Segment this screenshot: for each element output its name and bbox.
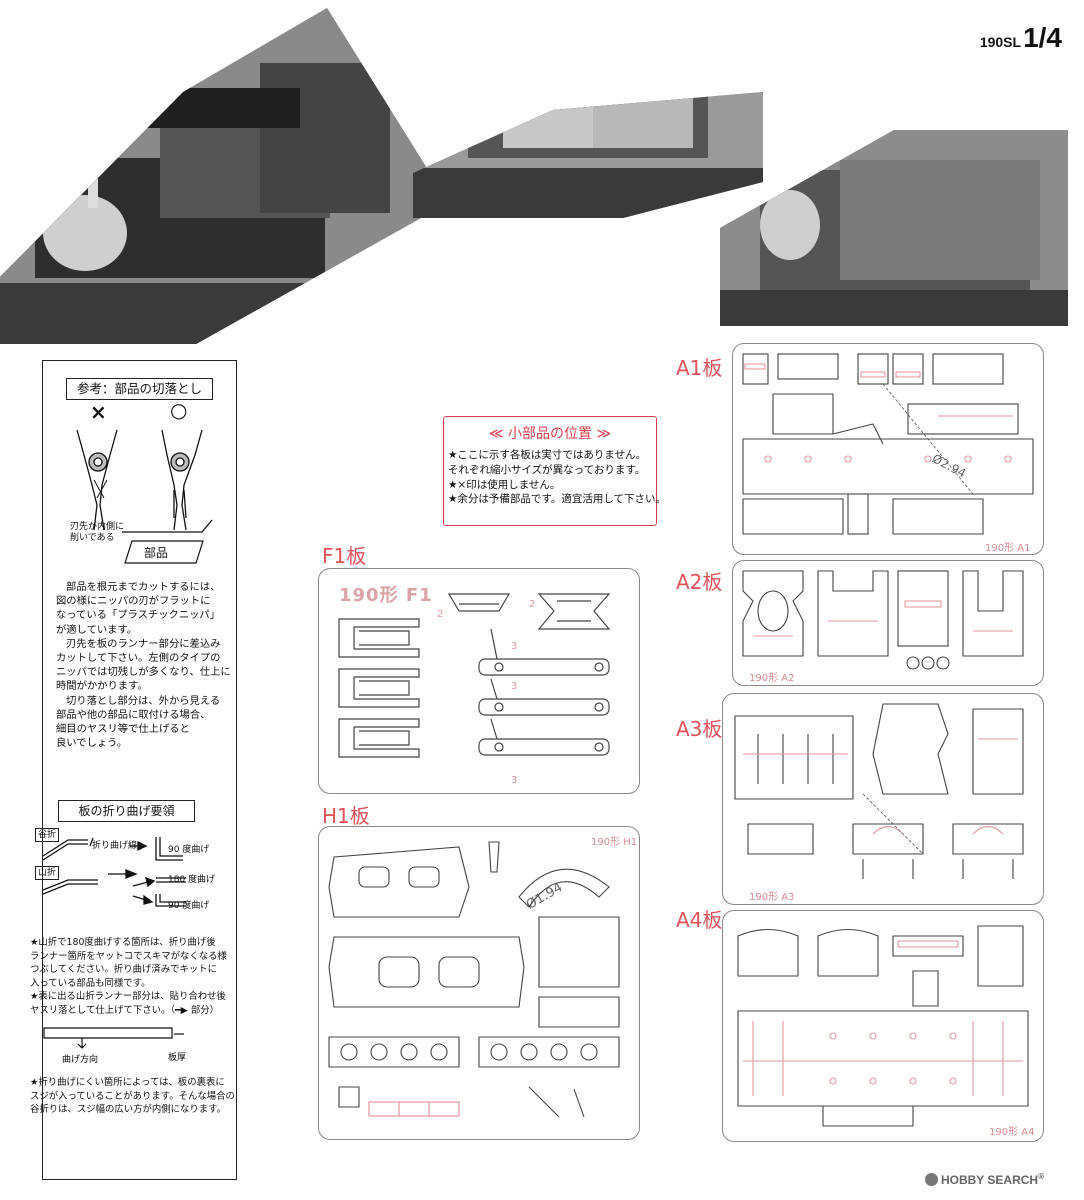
plate-code-a3: 190形 A3 (749, 892, 795, 903)
small-parts-box: ≪ 小部品の位置 ≫ ★ここに示す各板は実寸ではありません。 それぞれ縮小サイズ… (443, 416, 667, 526)
plate-label-f1: F1板 (322, 544, 367, 568)
logo-mark-icon (924, 1173, 938, 1186)
plate-code-a1: 190形 A1 (985, 543, 1031, 554)
plate-a2: 190形 A2 (732, 560, 1044, 686)
small-parts-title: ≪ 小部品の位置 ≫ (488, 426, 612, 442)
svg-text:2: 2 (437, 609, 443, 620)
plate-label-a1: A1板 (676, 356, 723, 380)
svg-text:2: 2 (529, 599, 535, 610)
valley-tag: 谷折 (35, 828, 60, 842)
nipper-diagram (76, 429, 213, 533)
plate-code-h1: 190形 H1 (591, 837, 638, 848)
svg-text:3: 3 (511, 775, 517, 786)
plate-a4: 190形 A4 (722, 910, 1044, 1142)
plate-a1: 190形 A1 Ø2.94 (732, 343, 1044, 555)
bend180-label: 180 度曲げ (168, 875, 216, 885)
plate-a3: 190形 A3 (722, 693, 1044, 905)
locomotive-photo-right (720, 130, 1068, 326)
runner-diagram (43, 1027, 184, 1049)
plate-code-a2: 190形 A2 (749, 673, 795, 684)
fold-notes: ★山折で180度曲げする箇所は、折り曲げ後 ランナー箇所をヤットコでスキマがなく… (30, 937, 227, 1016)
blade-note: 刃先が内側に削いである (70, 522, 125, 543)
locomotive-photo-center (413, 92, 763, 218)
thickness-label: 板厚 (168, 1053, 187, 1063)
part-label: 部品 (124, 540, 204, 564)
fold-line-label: 折り曲げ線 (92, 841, 138, 851)
plate-label-a4: A4板 (676, 908, 723, 932)
page-number: 190SL1/4 (980, 22, 1062, 54)
plate-code-f1: 190形 F1 (339, 585, 433, 606)
plate-label-h1: H1板 (322, 804, 370, 828)
fold-title: 板の折り曲げ要領 (58, 800, 195, 822)
plate-label-a2: A2板 (676, 570, 723, 594)
bend-direction-label: 曲げ方向 (62, 1055, 99, 1065)
svg-text:3: 3 (511, 681, 517, 692)
fold-notes-2: ★折り曲げにくい箇所によっては、板の裏表に スジが入っていることがあります。そん… (30, 1077, 235, 1115)
wrong-mark: × (90, 400, 107, 424)
hobby-search-logo: HOBBY SEARCH® (924, 1172, 1044, 1187)
cutting-paragraph: 部品を根元までカットするには、 図の様にニッパの刃がフラットに なっている「プラ… (56, 581, 231, 750)
locomotive-photo-left (0, 8, 436, 344)
model-code: 190SL (979, 34, 1022, 50)
page-fraction: 1/4 (1023, 22, 1062, 53)
svg-text:3: 3 (511, 641, 517, 652)
instructions-panel (42, 360, 237, 1180)
right-mark: ○ (170, 398, 188, 422)
reference-title: 参考：部品の切落とし (66, 378, 213, 400)
fold-diagram (42, 837, 186, 907)
plate-label-a3: A3板 (676, 717, 723, 741)
plate-h1: 190形 H1 Ø1.94 (318, 826, 640, 1140)
bend90-a-label: 90 度曲げ (168, 845, 210, 855)
mountain-tag: 山折 (35, 866, 60, 880)
small-parts-notes: ★ここに示す各板は実寸ではありません。 それぞれ縮小サイズが異なっております。 … (448, 449, 667, 506)
plate-f1: 190形 F1 2 2 3 3 3 (318, 568, 640, 794)
bend90-b-label: 90 度曲げ (168, 901, 210, 911)
plate-code-a4: 190形 A4 (989, 1127, 1035, 1138)
